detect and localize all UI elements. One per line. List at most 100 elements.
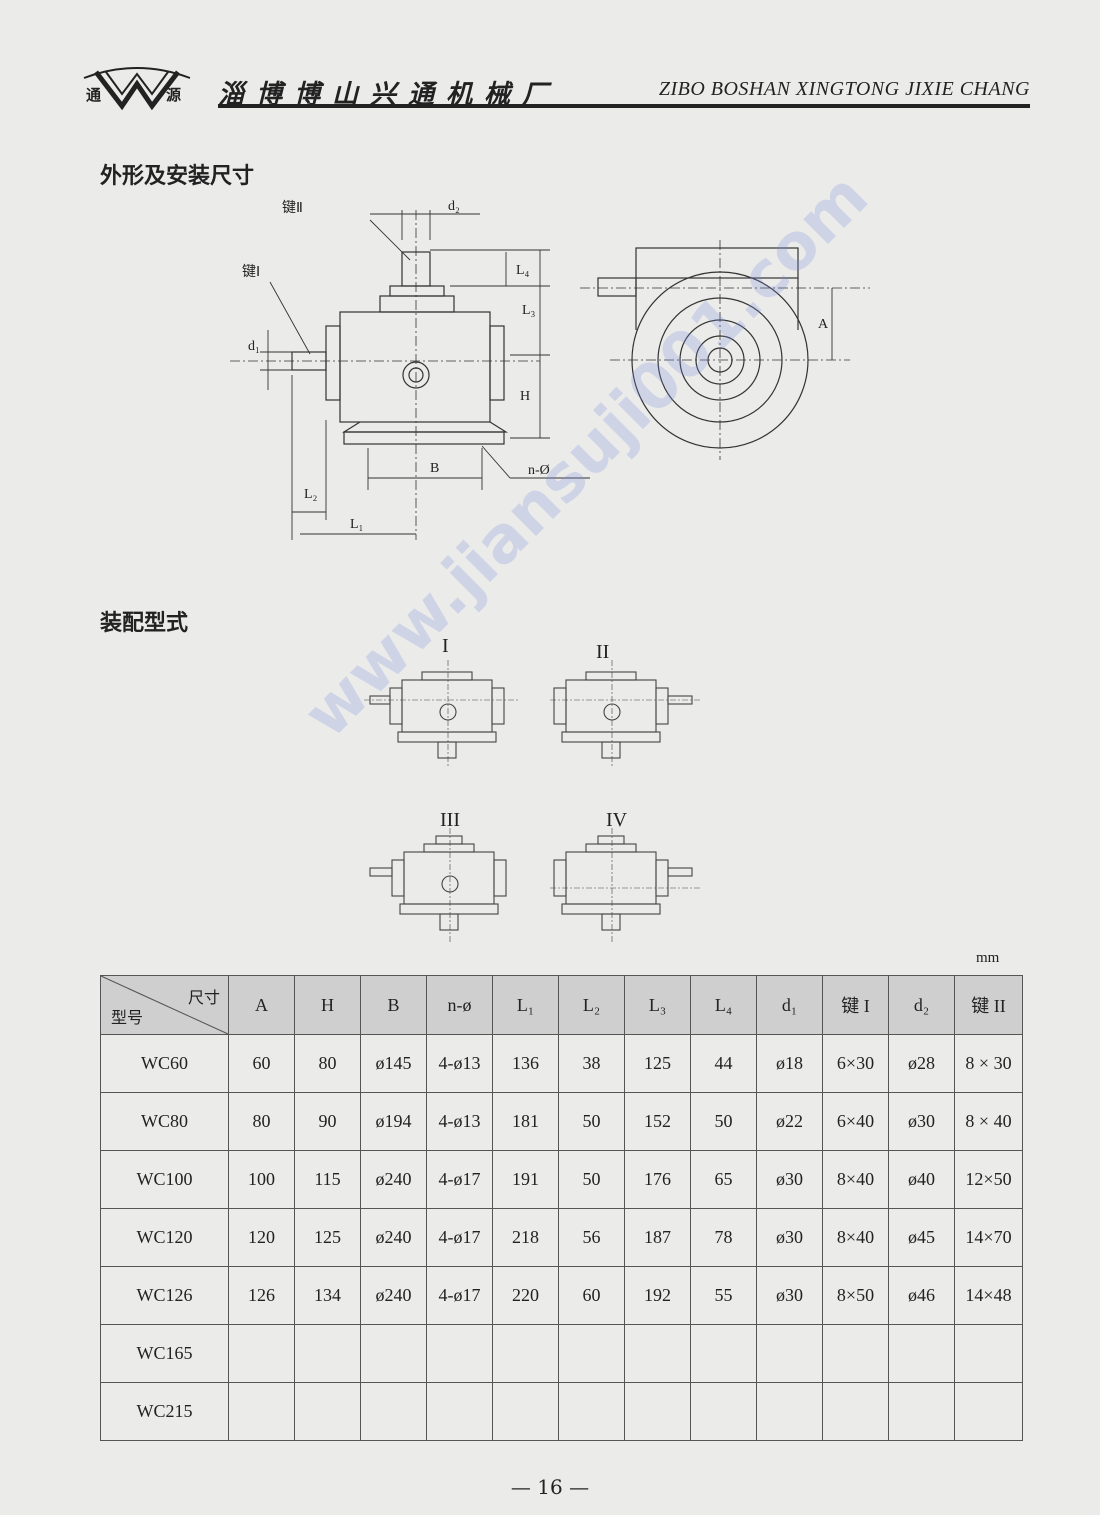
table-cell — [756, 1382, 823, 1441]
table-cell — [426, 1324, 493, 1383]
col-header: n-ø — [426, 975, 493, 1035]
table-cell: 134 — [294, 1266, 361, 1325]
assembly-types-drawing: I II III IV — [364, 635, 700, 942]
table-cell: ø45 — [888, 1208, 955, 1267]
col-header: d₁ — [756, 975, 823, 1035]
table-cell — [228, 1382, 295, 1441]
table-cell: ø30 — [756, 1266, 823, 1325]
table-cell: 90 — [294, 1092, 361, 1151]
col-header: H — [294, 975, 361, 1035]
page-number: — 16 — — [510, 1475, 590, 1499]
gearbox-body — [339, 311, 491, 423]
table-row: WC60 60 80 ø145 4-ø13 136 38 125 44 ø18 … — [100, 1034, 1023, 1093]
table-cell: ø46 — [888, 1266, 955, 1325]
table-cell: ø22 — [756, 1092, 823, 1151]
section-title-assembly: 装配型式 — [100, 611, 189, 636]
model-cell: WC126 — [100, 1266, 229, 1325]
table-cell: 100 — [228, 1150, 295, 1209]
table-cell: 4-ø13 — [426, 1034, 493, 1093]
assembly-label-2: II — [596, 641, 609, 663]
table-cell — [822, 1382, 889, 1441]
table-cell: 115 — [294, 1150, 361, 1209]
model-cell: WC120 — [100, 1208, 229, 1267]
table-row: WC80 80 90 ø194 4-ø13 181 50 152 50 ø22 … — [100, 1092, 1023, 1151]
table-cell: 14×48 — [954, 1266, 1023, 1325]
label-key1: 键Ⅰ — [242, 264, 260, 280]
table-cell: 8 × 30 — [954, 1034, 1023, 1093]
col-header: 键 I — [822, 975, 889, 1035]
table-row: WC120 120 125 ø240 4-ø17 218 56 187 78 ø… — [100, 1208, 1023, 1267]
table-cell: 78 — [690, 1208, 757, 1267]
end-view-top — [635, 247, 799, 279]
table-cell: 50 — [690, 1092, 757, 1151]
table-cell: 60 — [558, 1266, 625, 1325]
model-cell: WC80 — [100, 1092, 229, 1151]
table-cell: 125 — [294, 1208, 361, 1267]
table-cell: ø194 — [360, 1092, 427, 1151]
table-cell: 12×50 — [954, 1150, 1023, 1209]
assembly-label-1: I — [442, 635, 449, 657]
table-cell: ø18 — [756, 1034, 823, 1093]
table-cell: 191 — [492, 1150, 559, 1209]
assembly-label-3: III — [440, 809, 460, 831]
table-cell: ø240 — [360, 1150, 427, 1209]
table-cell: ø240 — [360, 1208, 427, 1267]
table-cell: 192 — [624, 1266, 691, 1325]
header-rule — [218, 104, 1030, 108]
table-cell: 60 — [228, 1034, 295, 1093]
gearbox-base — [343, 431, 505, 445]
table-cell: 126 — [228, 1266, 295, 1325]
table-cell: 65 — [690, 1150, 757, 1209]
table-cell — [360, 1324, 427, 1383]
model-cell: WC100 — [100, 1150, 229, 1209]
table-cell — [558, 1324, 625, 1383]
table-cell: 4-ø13 — [426, 1092, 493, 1151]
table-cell — [492, 1382, 559, 1441]
company-name-en: ZIBO BOSHAN XINGTONG JIXIE CHANG — [658, 78, 1030, 100]
dimension-drawing: 键Ⅱ d₂ 键Ⅰ d₁ L₄ L₃ H B n-Ø L₂ L₁ A — [230, 199, 870, 540]
table-cell: 152 — [624, 1092, 691, 1151]
table-cell: 44 — [690, 1034, 757, 1093]
table-cell — [888, 1324, 955, 1383]
table-cell: 4-ø17 — [426, 1150, 493, 1209]
table-row: WC100 100 115 ø240 4-ø17 191 50 176 65 ø… — [100, 1150, 1023, 1209]
table-cell: 120 — [228, 1208, 295, 1267]
table-cell — [624, 1324, 691, 1383]
col-header: d₂ — [888, 975, 955, 1035]
label-L1: L₁ — [350, 517, 363, 532]
logo-char-right: 源 — [166, 86, 182, 104]
table-cell: 38 — [558, 1034, 625, 1093]
model-cell: WC215 — [100, 1382, 229, 1441]
table-cell: 50 — [558, 1150, 625, 1209]
assembly-label-4: IV — [606, 809, 628, 831]
table-cell: 218 — [492, 1208, 559, 1267]
table-row: WC215 — [100, 1382, 1023, 1441]
model-cell: WC60 — [100, 1034, 229, 1093]
page-header: 通 源 淄博博山兴通机械厂 ZIBO BOSHAN XINGTONG JIXIE… — [82, 60, 1030, 110]
col-header: L₁ — [492, 975, 559, 1035]
col-header: B — [360, 975, 427, 1035]
unit-label: mm — [976, 950, 1000, 966]
corner-label-model: 型号 — [111, 1008, 144, 1027]
table-cell: ø40 — [888, 1150, 955, 1209]
table-cell — [228, 1324, 295, 1383]
table-cell: 50 — [558, 1092, 625, 1151]
table-cell: 8×40 — [822, 1208, 889, 1267]
table-cell — [624, 1382, 691, 1441]
col-header: L₂ — [558, 975, 625, 1035]
table-cell: 187 — [624, 1208, 691, 1267]
table-cell: 80 — [294, 1034, 361, 1093]
table-cell: ø30 — [756, 1208, 823, 1267]
table-cell — [426, 1382, 493, 1441]
table-header-row: 尺寸 型号 A H B n-ø L₁ L₂ L₃ L₄ d₁ 键 I d₂ 键 … — [100, 975, 1023, 1035]
table-cell: ø145 — [360, 1034, 427, 1093]
table-cell: 8×50 — [822, 1266, 889, 1325]
label-d2: d₂ — [448, 199, 460, 214]
table-cell — [294, 1324, 361, 1383]
logo-char-left: 通 — [86, 86, 102, 104]
table-corner-cell: 尺寸 型号 — [100, 975, 229, 1035]
table-cell: 4-ø17 — [426, 1208, 493, 1267]
table-cell — [492, 1324, 559, 1383]
table-cell — [888, 1382, 955, 1441]
table-cell: 125 — [624, 1034, 691, 1093]
